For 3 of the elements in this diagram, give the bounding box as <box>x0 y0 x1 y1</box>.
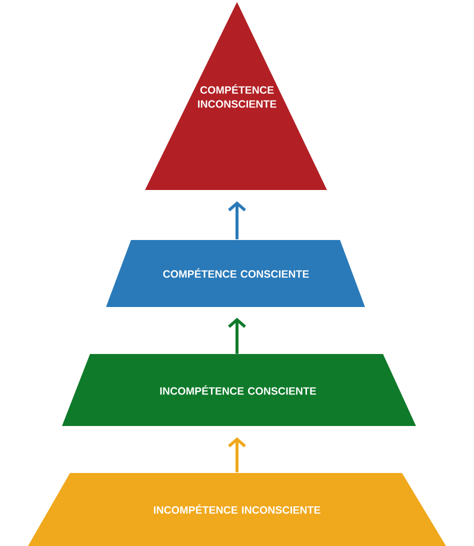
arrow <box>228 318 246 354</box>
arrow <box>228 201 246 240</box>
arrow <box>228 437 246 472</box>
